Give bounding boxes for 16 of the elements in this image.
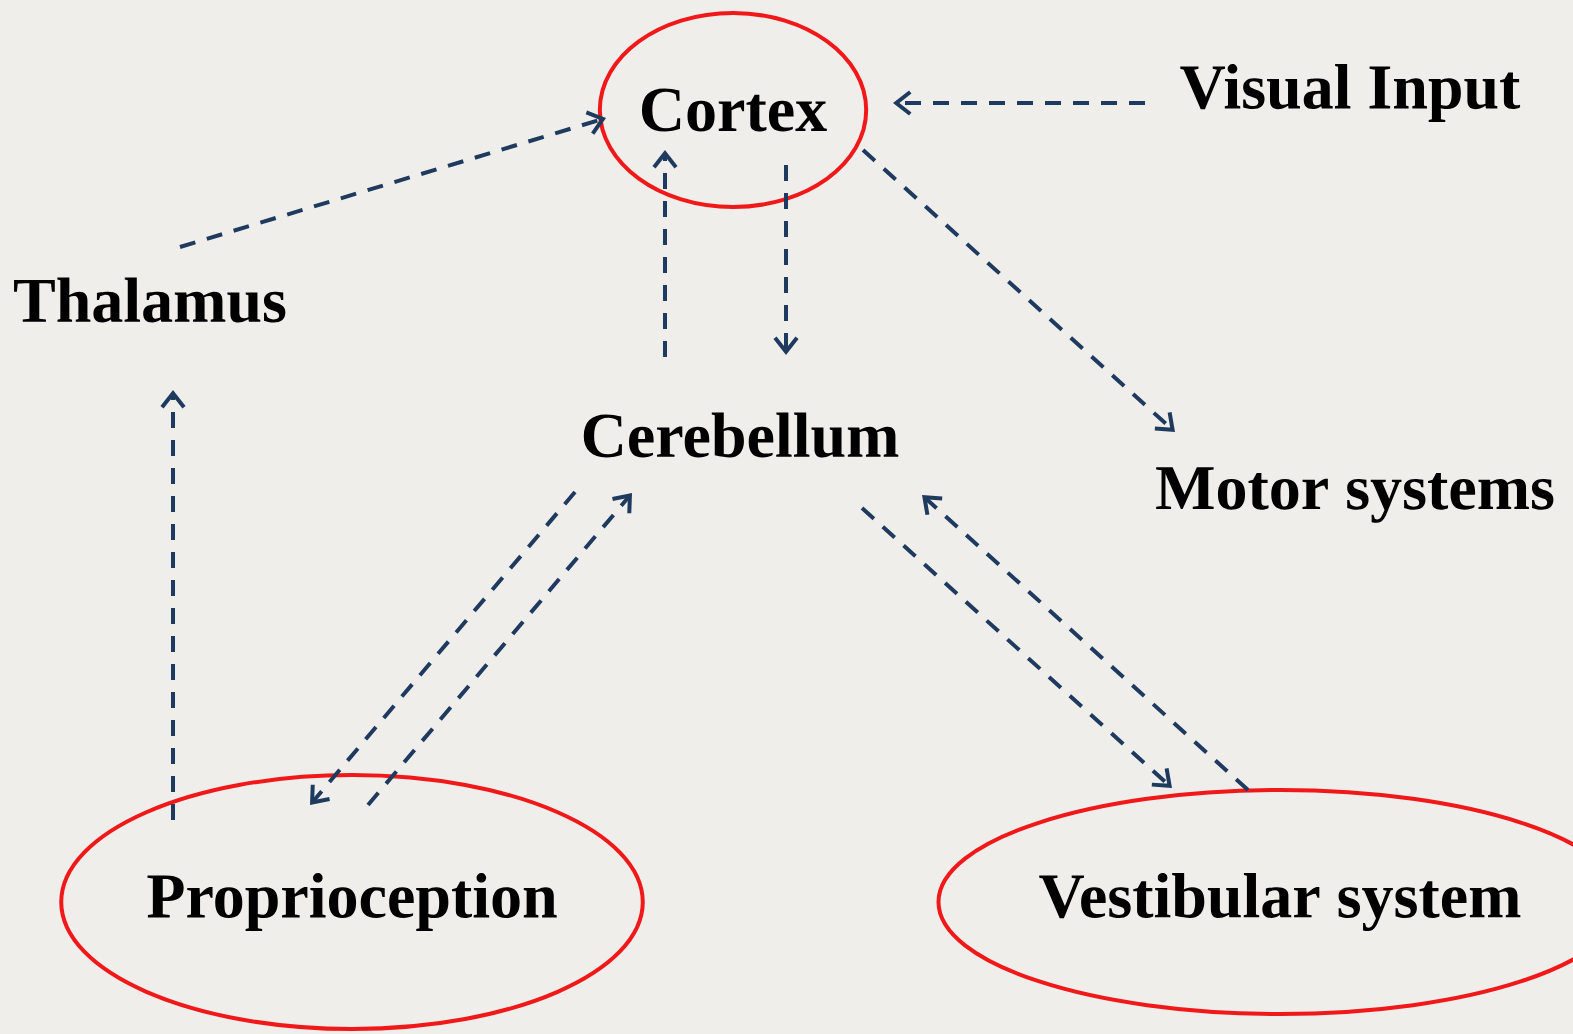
arrow [922, 495, 1250, 792]
node-label: Thalamus [14, 277, 286, 323]
node-label: Motor systems [1156, 467, 1554, 523]
node-label: Cerebellum [583, 412, 899, 458]
arrow [773, 165, 799, 355]
arrow [860, 506, 1172, 788]
arrow [179, 110, 606, 249]
arrow [160, 390, 186, 820]
arrow [861, 148, 1176, 432]
arrow [366, 493, 632, 807]
oval-node: Proprioception [59, 773, 645, 1031]
node-label: Visual Input [1180, 64, 1521, 122]
oval-node: Cortex [597, 11, 869, 209]
arrow [310, 490, 577, 805]
arrow [893, 90, 1145, 116]
arrow [652, 150, 678, 357]
